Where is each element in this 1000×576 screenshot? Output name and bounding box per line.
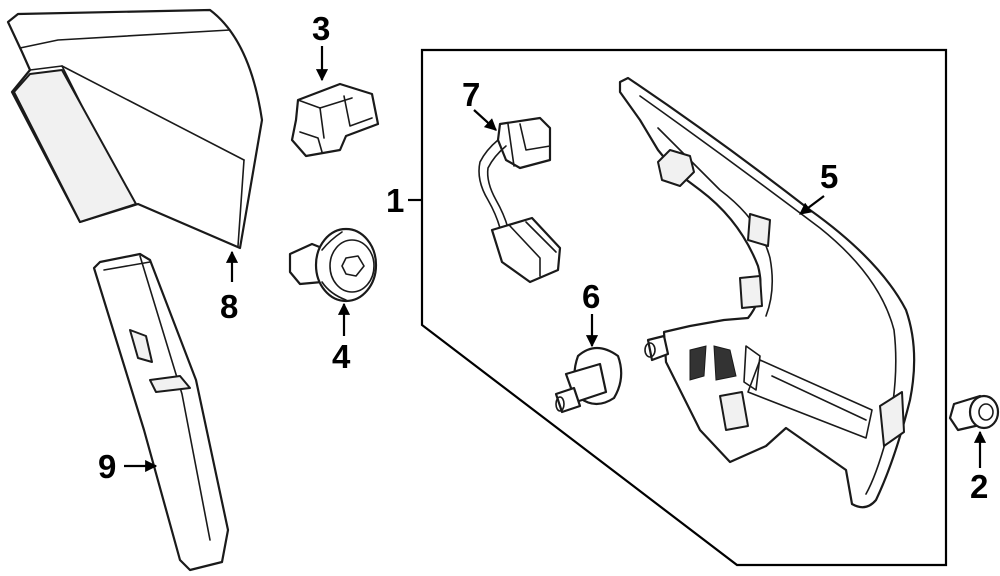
callout-3: 3 [312, 10, 330, 47]
part-7-socket-wiring [478, 116, 562, 284]
part-2-nut [948, 394, 1000, 432]
callout-1: 1 [386, 182, 404, 219]
callout-8: 8 [220, 288, 238, 325]
callout-6: 6 [582, 278, 600, 315]
assembly-frame [420, 48, 948, 567]
callout-4: 4 [332, 338, 351, 375]
part-3-clip [290, 82, 380, 158]
callout-5-leader [799, 195, 825, 215]
part-5-lamp-housing [618, 76, 916, 509]
callout-9: 9 [98, 448, 116, 485]
part-4-retainer [288, 227, 378, 303]
callout-7-leader [473, 109, 497, 131]
part-6-bulb [554, 346, 623, 414]
callout-5: 5 [820, 158, 838, 195]
callout-2: 2 [970, 468, 988, 505]
part-9-lower-trim [92, 252, 230, 572]
callout-7: 7 [462, 76, 480, 113]
part-8-upper-trim-panel [6, 8, 264, 250]
